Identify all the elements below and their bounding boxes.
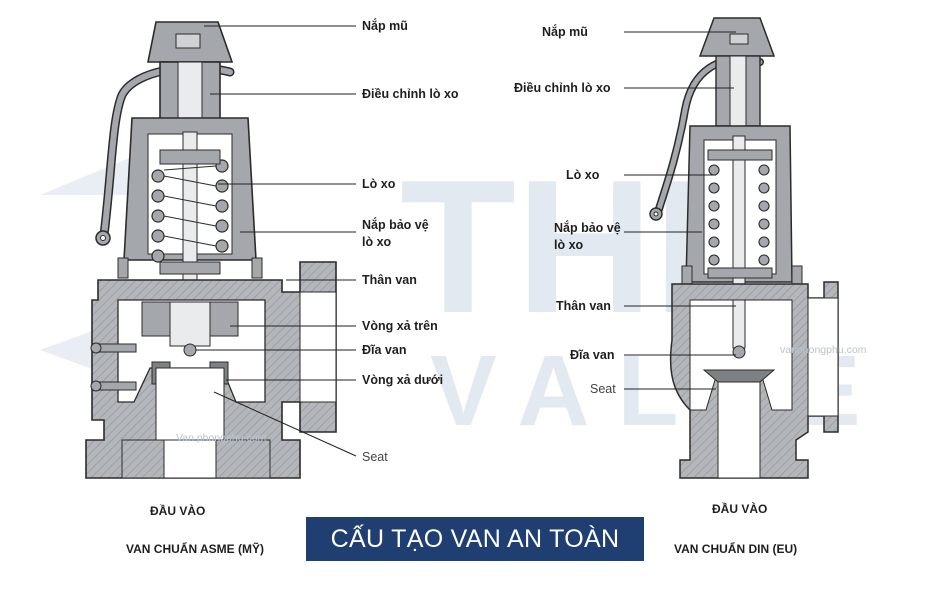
asme-label-bonnet-line2: lò xo (362, 235, 392, 249)
asme-labels: Nắp mũ Điều chỉnh lò xo Lò xo Nắp bảo vệ… (126, 18, 459, 556)
asme-label-lower-ring: Vòng xả dưới (362, 373, 443, 387)
din-label-disc: Đĩa van (570, 348, 614, 362)
asme-label-body: Thân van (362, 273, 417, 287)
din-label-cap: Nắp mũ (542, 24, 588, 39)
asme-spring (151, 131, 229, 303)
din-label-spring: Lò xo (566, 168, 600, 182)
asme-label-upper-ring: Vòng xả trên (362, 319, 438, 333)
diagram-title: CẤU TẠO VAN AN TOÀN (330, 524, 620, 553)
asme-label-spring-adjust: Điều chỉnh lò xo (362, 87, 459, 101)
din-label-bonnet-line1: Nắp bảo vệ (554, 220, 621, 235)
asme-label-bonnet-line1: Nắp bảo vệ (362, 217, 429, 232)
watermark-site-right: vanphongphu.com (780, 344, 867, 356)
asme-label-spring: Lò xo (362, 177, 396, 191)
asme-inlet-label: ĐẦU VÀO (150, 503, 205, 518)
din-label-spring-adjust: Điều chỉnh lò xo (514, 81, 611, 95)
din-label-bonnet-line2: lò xo (554, 238, 584, 252)
asme-label-disc: Đĩa van (362, 343, 406, 357)
din-valve-illustration (649, 17, 839, 479)
din-caption: VAN CHUẨN DIN (EU) (674, 541, 797, 556)
din-labels: Nắp mũ Điều chỉnh lò xo Lò xo Nắp bảo vệ… (514, 24, 867, 556)
asme-caption: VAN CHUẨN ASME (MỸ) (126, 541, 264, 556)
leader-lines (196, 25, 736, 457)
asme-label-cap: Nắp mũ (362, 18, 408, 33)
watermark-site-left: Van phongphu.com (176, 432, 267, 444)
din-label-body: Thân van (556, 299, 611, 313)
din-label-seat: Seat (590, 382, 616, 396)
din-inlet-label: ĐẦU VÀO (712, 501, 767, 516)
title-banner: CẤU TẠO VAN AN TOÀN (306, 517, 644, 561)
asme-label-seat: Seat (362, 450, 388, 464)
asme-valve-illustration (85, 21, 337, 479)
